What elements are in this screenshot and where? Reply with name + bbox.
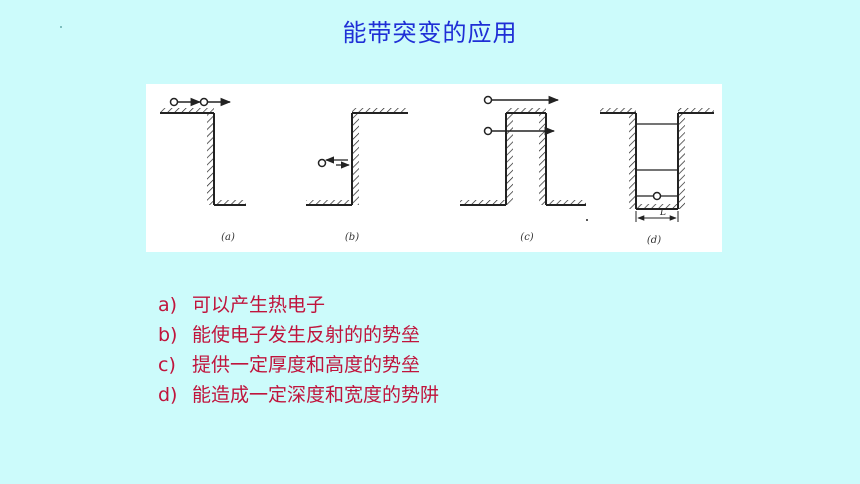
potential-diagram-figure: L (a) (b) (c) (d): [146, 84, 722, 252]
item-text: 能造成一定深度和宽度的势阱: [192, 384, 440, 406]
diagram-c: [460, 95, 588, 221]
caption-d: (d): [647, 235, 661, 246]
item-text: 可以产生热电子: [192, 294, 326, 316]
application-list: a)可以产生热电子 b)能使电子发生反射的的势垒 c)提供一定厚度和高度的势垒 …: [158, 290, 439, 410]
list-item: b) 能使电子发生反射的的势垒: [158, 320, 439, 350]
list-item: d) 能造成一定深度和宽度的势阱: [158, 380, 439, 410]
decorative-dot: [60, 26, 62, 28]
caption-c: (c): [520, 232, 534, 243]
diagram-a: [160, 97, 246, 206]
diagram-d: L: [600, 108, 714, 222]
diagram-b: [306, 108, 408, 206]
width-label: L: [659, 208, 666, 218]
caption-b: (b): [345, 232, 359, 243]
item-marker: b): [158, 324, 178, 346]
caption-a: (a): [221, 232, 235, 243]
list-item: c) 提供一定厚度和高度的势垒: [158, 350, 439, 380]
item-marker: d): [158, 384, 178, 406]
list-item: a) 可以产生热电子: [158, 290, 439, 320]
item-marker: c): [158, 354, 176, 376]
item-text: 能使电子发生反射的的势垒: [192, 324, 421, 346]
page-title: 能带突变的应用: [342, 19, 518, 47]
item-text: 提供一定厚度和高度的势垒: [192, 354, 421, 376]
item-marker: a): [158, 294, 178, 316]
